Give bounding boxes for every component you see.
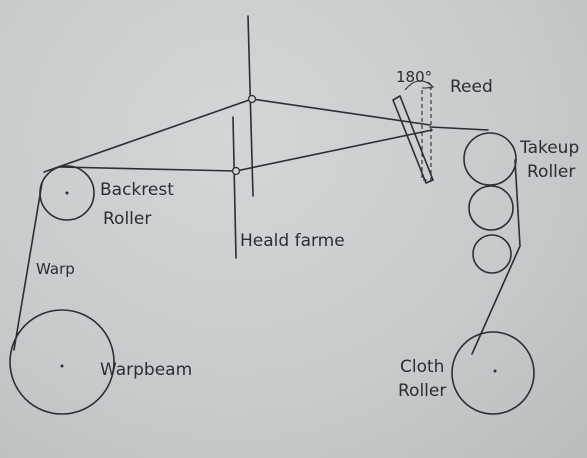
backrest-label-2: Roller bbox=[103, 209, 151, 229]
lower-shed-back bbox=[59, 166, 237, 172]
pressure-roller bbox=[468, 185, 514, 231]
lower-shed-front bbox=[235, 129, 433, 172]
heald-frame-bar-1 bbox=[247, 15, 254, 197]
cloth-path bbox=[471, 159, 521, 355]
heald-eye-upper bbox=[247, 94, 257, 104]
backrest-roller-center bbox=[65, 191, 69, 195]
upper-shed-back bbox=[43, 98, 253, 173]
reed-angle-arrowhead bbox=[425, 81, 435, 89]
guide-roller bbox=[472, 234, 512, 274]
heald-eye-lower bbox=[231, 166, 241, 176]
takeup-roller bbox=[463, 132, 517, 186]
warp-label: Warp bbox=[36, 260, 75, 278]
cloth-roller-center bbox=[493, 369, 497, 373]
angle-label: 180° bbox=[396, 68, 432, 86]
warpbeam-center bbox=[60, 364, 64, 368]
upper-shed-front bbox=[251, 98, 431, 126]
takeup-label-1: Takeup bbox=[519, 138, 579, 158]
warp-line bbox=[13, 182, 43, 351]
cloth-label-2: Roller bbox=[398, 381, 446, 401]
reed-label: Reed bbox=[450, 77, 493, 97]
reed-dashed-position bbox=[421, 87, 432, 181]
takeup-label-2: Roller bbox=[527, 162, 575, 182]
reed bbox=[392, 95, 434, 184]
cloth-label-1: Cloth bbox=[400, 357, 444, 377]
cloth-roller bbox=[451, 331, 535, 415]
heald-frame-bar-2 bbox=[232, 116, 237, 259]
heald-frame-label: Heald farme bbox=[240, 231, 345, 251]
cloth-line bbox=[429, 126, 489, 131]
backrest-label-1: Backrest bbox=[100, 180, 174, 200]
warpbeam-label: Warpbeam bbox=[100, 360, 192, 380]
warpbeam bbox=[9, 309, 115, 415]
